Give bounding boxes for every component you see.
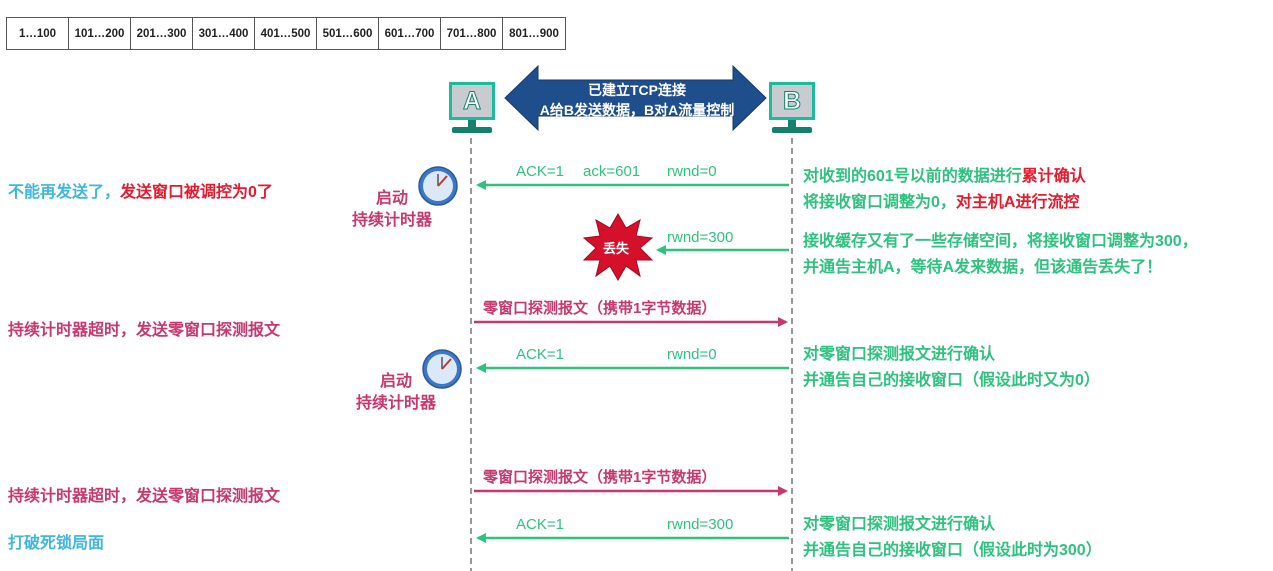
banner-line-1: 已建立TCP连接 — [588, 82, 686, 98]
msg6-rwnd: rwnd=300 — [667, 516, 734, 533]
timer-label-2: 启动 持续计时器 — [344, 371, 448, 415]
msg1-rwnd: rwnd=0 — [667, 163, 717, 180]
timer-label-1-line2: 持续计时器 — [351, 212, 432, 229]
buffer-cell: 1…100 — [7, 18, 69, 49]
lost-burst-icon — [582, 212, 654, 282]
msg2-rwnd: rwnd=300 — [667, 229, 734, 246]
right-note-4: 对零窗口探测报文进行确认 并通告自己的接收窗口（假设此时为300） — [803, 512, 1102, 564]
left-note-1-a: 不能再发送了， — [8, 184, 121, 201]
buffer-cell: 301…400 — [193, 18, 255, 49]
msg3-label: 零窗口探测报文（携带1字节数据） — [483, 300, 717, 317]
right-note-1-line1-a: 对收到的601号以前的数据进行 — [803, 168, 1022, 185]
buffer-cell: 401…500 — [255, 18, 317, 49]
host-b: B — [763, 82, 821, 133]
host-a: A — [443, 82, 501, 133]
buffer-cell: 801…900 — [509, 27, 559, 40]
send-buffer: 1…100 101…200 201…300 301…400 401…500 50… — [6, 17, 566, 50]
buffer-cell: 701…800 — [441, 18, 503, 49]
timer-label-2-line1: 启动 — [379, 373, 412, 390]
right-note-2-line2: 并通告主机A，等待A发来数据，但该通告丢失了！ — [803, 259, 1163, 276]
right-note-1-line1-b: 累计确认 — [1021, 168, 1086, 185]
left-note-1-b: 发送窗口被调控为0了 — [120, 184, 273, 201]
buffer-cell: 101…200 — [69, 18, 131, 49]
right-note-1-line2-b: 对主机A进行流控 — [955, 194, 1080, 211]
left-note-4: 打破死锁局面 — [8, 535, 105, 552]
lost-label: 丢失 — [603, 241, 630, 256]
timer-label-1-line1: 启动 — [375, 190, 408, 207]
timer-clock-icon — [422, 349, 462, 389]
banner-line-2: A给B发送数据，B对A流量控制 — [539, 102, 735, 118]
buffer-cell: 501…600 — [317, 18, 379, 49]
host-a-screen: A — [449, 82, 495, 120]
right-note-2-line1: 接收缓存又有了一些存储空间，将接收窗口调整为300， — [803, 233, 1198, 250]
timer-clock-icon — [418, 166, 458, 206]
connection-banner: 已建立TCP连接 A给B发送数据，B对A流量控制 — [506, 80, 768, 120]
right-note-4-line1: 对零窗口探测报文进行确认 — [803, 516, 996, 533]
timer-label-1: 启动 持续计时器 — [340, 188, 444, 232]
right-note-2: 接收缓存又有了一些存储空间，将接收窗口调整为300， 并通告主机A，等待A发来数… — [803, 229, 1198, 281]
right-note-4-line2: 并通告自己的接收窗口（假设此时为300） — [803, 542, 1102, 559]
timer-label-2-line2: 持续计时器 — [355, 395, 436, 412]
msg1-acknum: ack=601 — [583, 163, 641, 180]
connection-banner-arrow — [504, 64, 767, 132]
buffer-cell: 601…700 — [379, 18, 441, 49]
host-b-screen: B — [769, 82, 815, 120]
left-note-2: 持续计时器超时，发送零窗口探测报文 — [8, 322, 281, 339]
right-note-3-line2: 并通告自己的接收窗口（假设此时又为0） — [803, 372, 1100, 389]
msg4-ack: ACK=1 — [516, 346, 564, 363]
right-note-1-line2-a: 将接收窗口调整为0， — [803, 194, 956, 211]
right-note-1-line2: 将接收窗口调整为0，对主机A进行流控 — [803, 190, 1086, 216]
left-note-3: 持续计时器超时，发送零窗口探测报文 — [8, 488, 281, 505]
msg4-rwnd: rwnd=0 — [667, 346, 717, 363]
right-note-1: 对收到的601号以前的数据进行累计确认 将接收窗口调整为0，对主机A进行流控 — [803, 164, 1086, 216]
right-note-1-line1: 对收到的601号以前的数据进行累计确认 — [803, 164, 1086, 190]
left-note-1: 不能再发送了，发送窗口被调控为0了 — [8, 178, 273, 202]
right-note-3-line1: 对零窗口探测报文进行确认 — [803, 346, 996, 363]
right-note-3: 对零窗口探测报文进行确认 并通告自己的接收窗口（假设此时又为0） — [803, 342, 1100, 394]
msg5-label: 零窗口探测报文（携带1字节数据） — [483, 469, 717, 486]
buffer-cell: 201…300 — [131, 18, 193, 49]
msg1-ack: ACK=1 — [516, 163, 564, 180]
msg6-ack: ACK=1 — [516, 516, 564, 533]
